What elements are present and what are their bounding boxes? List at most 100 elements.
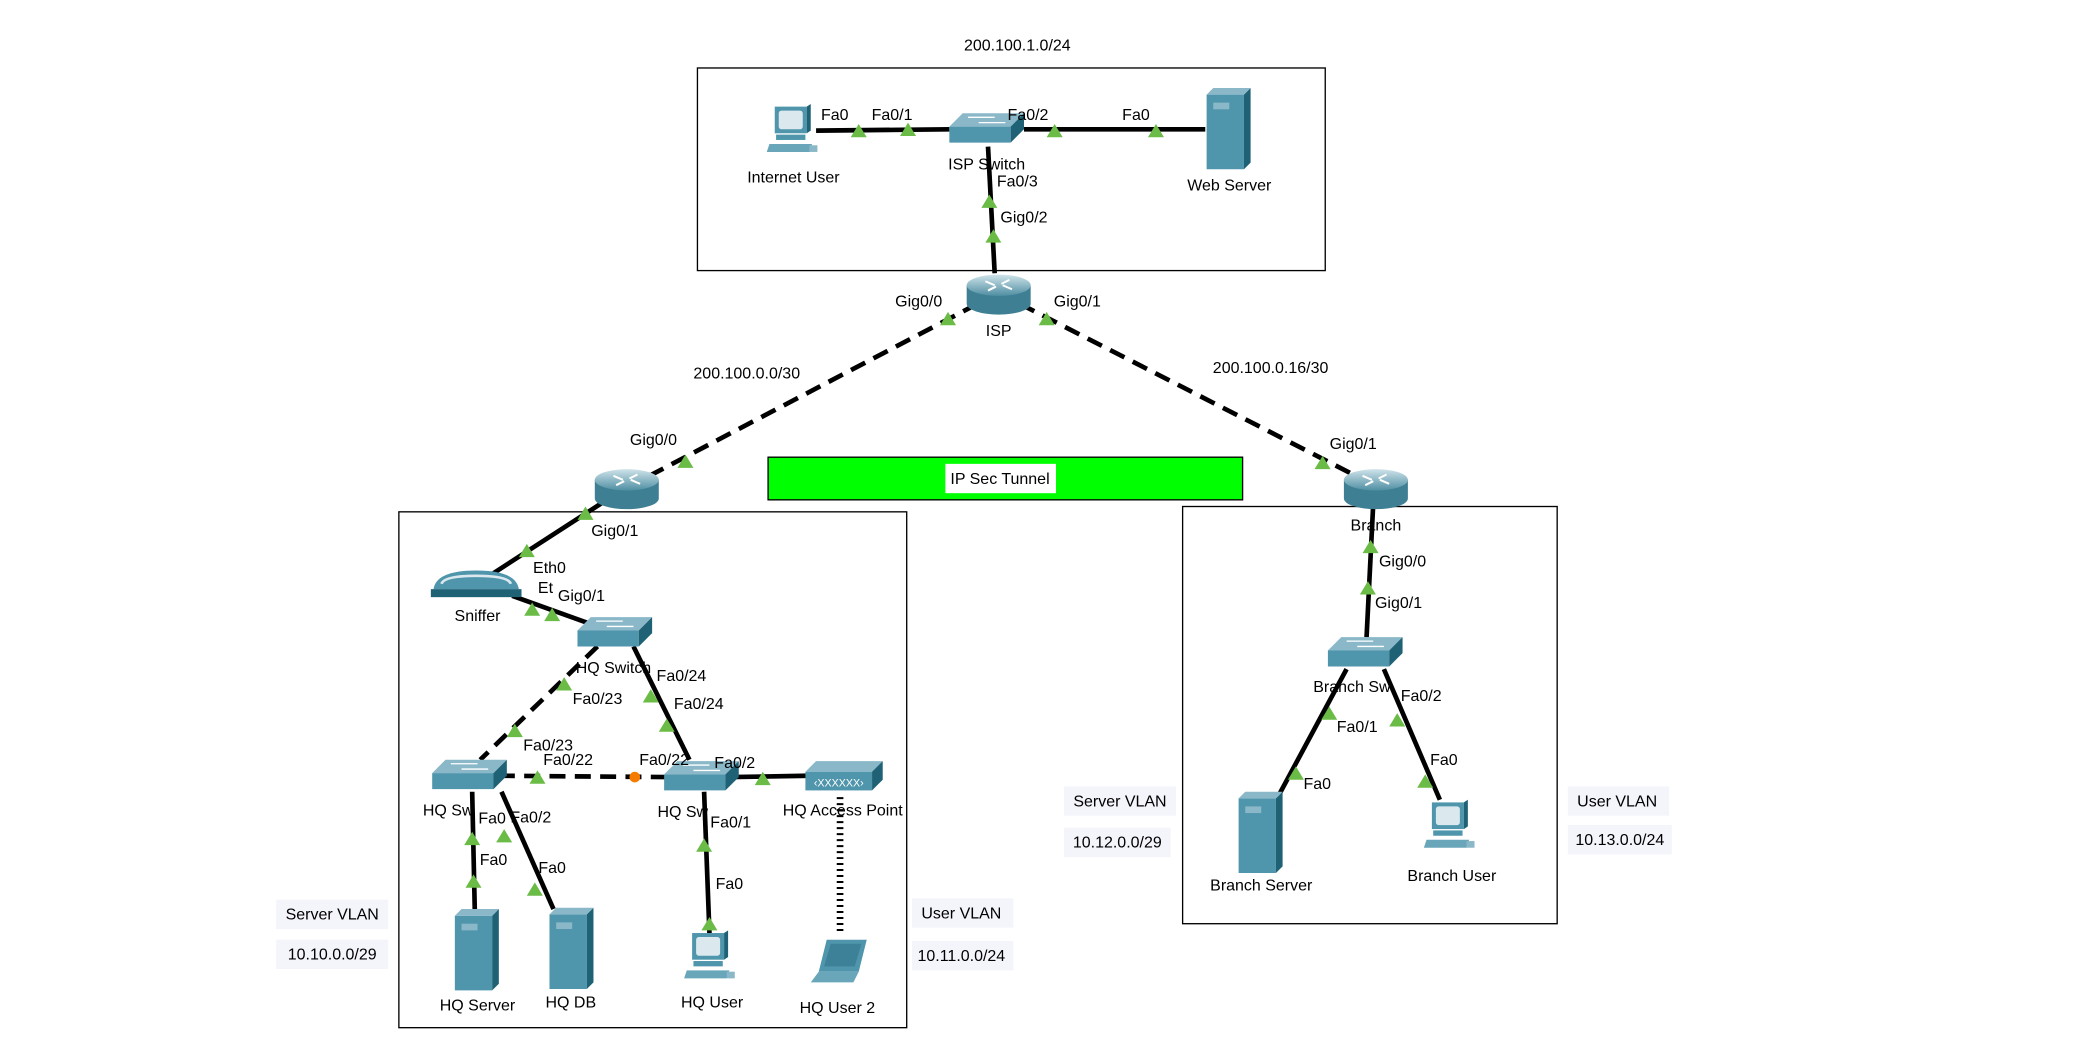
port-label: Fa0/24 [674, 696, 724, 713]
port-label: Fa0 [1430, 752, 1458, 769]
hq-server-vlan-subnet: 10.10.0.0/29 [288, 947, 377, 964]
port-label: Et [538, 580, 554, 597]
hq-user2-label: HQ User 2 [800, 1000, 876, 1017]
internet-user-label: Internet User [747, 170, 840, 187]
branch-server-label: Branch Server [1210, 877, 1313, 894]
port-label: Fa0/3 [997, 174, 1038, 191]
isp-router-icon[interactable] [965, 273, 1032, 316]
hq-user2-laptop-icon[interactable] [810, 939, 867, 983]
port-label: Fa0 [1122, 107, 1150, 124]
isp-switch-label: ISP Switch [948, 156, 1025, 173]
port-label: Gig0/1 [591, 523, 638, 540]
branch-server-icon[interactable] [1238, 791, 1283, 874]
branch-router-label: Branch [1351, 517, 1402, 534]
link-hqswleft-hqserver[interactable] [469, 791, 478, 914]
web-server-icon[interactable] [1206, 87, 1251, 170]
hq-db-label: HQ DB [546, 995, 597, 1012]
branch-user-label: Branch User [1407, 868, 1497, 885]
port-label: Gig0/1 [1330, 436, 1377, 453]
hq-user-vlan-subnet: 10.11.0.0/24 [918, 948, 1006, 965]
link-hqswright-ap[interactable] [730, 773, 809, 780]
branch-user-vlan-subnet: 10.13.0.0/24 [1575, 832, 1664, 849]
link-isp-hq[interactable] [645, 301, 979, 480]
hq-area-box [398, 511, 908, 1029]
port-label: Fa0/1 [710, 815, 751, 832]
internet-user-pc-icon[interactable] [766, 103, 818, 152]
port-label: Fa0 [1303, 776, 1331, 793]
port-label: Gig0/2 [1000, 210, 1047, 227]
port-label: Gig0/0 [1379, 553, 1426, 570]
port-status-indicators [464, 122, 1434, 931]
port-label: Gig0/1 [558, 588, 605, 605]
port-label: Fa0/22 [543, 752, 593, 769]
vlan-notes: Server VLAN 10.10.0.0/29 User VLAN 10.11… [276, 786, 1672, 971]
port-label: Fa0/2 [714, 755, 755, 772]
hq-user-pc-icon[interactable] [684, 930, 735, 979]
hq-server-vlan-name: Server VLAN [286, 907, 379, 924]
port-label: Fa0/2 [1008, 107, 1049, 124]
hq-db-icon[interactable] [549, 907, 594, 990]
port-label: Fa0 [716, 876, 744, 893]
hq-sw-right-label: HQ Sw [657, 804, 708, 821]
hq-access-point-label: HQ Access Point [783, 803, 903, 820]
web-server-label: Web Server [1187, 178, 1272, 195]
port-label: Fa0 [538, 860, 566, 877]
branch-user-vlan-name: User VLAN [1577, 793, 1657, 810]
link-hqswitch-hqswright[interactable] [631, 645, 692, 761]
ipsec-tunnel-label: IP Sec Tunnel [950, 471, 1049, 488]
port-label: Gig0/0 [630, 432, 677, 449]
link-branchswitch-branchuser[interactable] [1381, 668, 1443, 801]
branch-wan-label: 200.100.0.16/30 [1213, 360, 1329, 377]
link-branch-branchswitch[interactable] [1364, 503, 1376, 638]
port-label: Fa0/23 [573, 691, 623, 708]
link-hqswitch-hqswleft[interactable] [478, 644, 600, 762]
link-ispswitch-isp[interactable] [985, 146, 998, 274]
branch-switch-label: Branch Sw [1313, 679, 1391, 696]
hq-router-icon[interactable] [593, 468, 660, 511]
hq-switch-label: HQ Switch [576, 660, 651, 677]
sniffer-icon[interactable] [429, 569, 523, 599]
isp-area-box [696, 67, 1326, 272]
port-label: Fa0/23 [523, 737, 573, 754]
port-label: Eth0 [533, 560, 566, 577]
link-sniffer-hqswitch[interactable] [511, 593, 599, 629]
hq-server-label: HQ Server [440, 997, 516, 1014]
branch-router-icon[interactable] [1342, 468, 1409, 511]
hq-server-icon[interactable] [454, 909, 499, 991]
port-labels: Fa0 Fa0/1 Fa0/2 Fa0 Fa0/3 Gig0/2 Gig0/0 … [478, 107, 1457, 893]
port-label: Gig0/1 [1375, 595, 1422, 612]
branch-switch-icon[interactable] [1327, 636, 1404, 668]
hq-access-point-icon[interactable] [805, 761, 883, 791]
hq-wan-label: 200.100.0.0/30 [693, 366, 800, 383]
port-label: Fa0/1 [872, 107, 913, 124]
hq-user-label: HQ User [681, 995, 744, 1012]
port-label: Fa0/2 [1401, 688, 1442, 705]
sniffer-label: Sniffer [455, 608, 502, 625]
port-label: Fa0/22 [639, 752, 689, 769]
port-label: Gig0/0 [895, 294, 942, 311]
branch-server-vlan-subnet: 10.12.0.0/29 [1073, 835, 1162, 852]
link-internetuser-ispswitch[interactable] [816, 126, 950, 133]
branch-user-pc-icon[interactable] [1423, 799, 1475, 848]
ipsec-tunnel-label-bg [945, 463, 1056, 494]
hq-switch-icon[interactable] [576, 616, 653, 648]
port-label: Fa0/2 [510, 809, 551, 826]
hq-user-vlan-name: User VLAN [921, 905, 1001, 922]
port-label: Fa0/24 [657, 668, 707, 685]
port-label: Fa0 [821, 107, 849, 124]
port-label: Fa0/1 [1337, 719, 1378, 736]
branch-server-vlan-name: Server VLAN [1073, 793, 1166, 810]
link-isp-branch[interactable] [1018, 301, 1355, 477]
hq-sw-left-icon[interactable] [431, 759, 508, 790]
link-hqswleft-hqswright[interactable] [498, 773, 667, 780]
hq-sw-left-label: HQ Sw [423, 803, 474, 820]
port-label: Fa0 [480, 852, 508, 869]
link-branchswitch-branchserver[interactable] [1277, 668, 1349, 795]
port-label: Gig0/1 [1054, 294, 1101, 311]
isp-lan-label: 200.100.1.0/24 [964, 38, 1071, 55]
port-down-indicator [629, 771, 641, 783]
isp-router-label: ISP [986, 323, 1012, 340]
link-hqswleft-hqdb[interactable] [499, 790, 556, 910]
link-hqswright-hquser[interactable] [701, 791, 712, 934]
